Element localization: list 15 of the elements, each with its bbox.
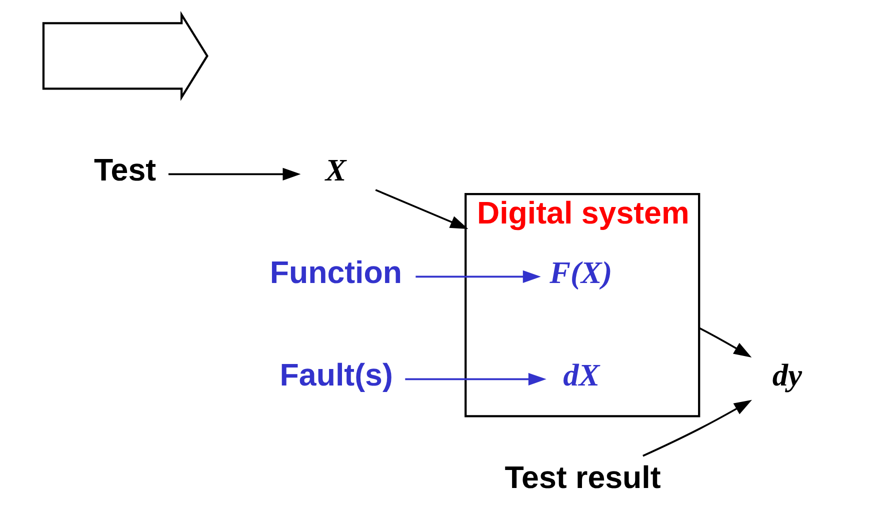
arrow: [404, 372, 546, 385]
node-text: Function: [269, 254, 402, 290]
arrow: [374, 188, 468, 229]
arrow: [168, 167, 300, 180]
arrow: [642, 399, 752, 456]
node-text: dX: [562, 357, 600, 392]
arrow: [698, 326, 752, 357]
node-text: Test: [94, 152, 156, 188]
node-text: X: [324, 152, 346, 188]
node-arrow: [42, 10, 208, 101]
node-text: F(X): [549, 254, 612, 290]
node-text: dy: [772, 357, 802, 392]
node-text: Test result: [504, 460, 660, 495]
arrow: [415, 270, 540, 282]
node-text: Fault(s): [279, 357, 392, 392]
